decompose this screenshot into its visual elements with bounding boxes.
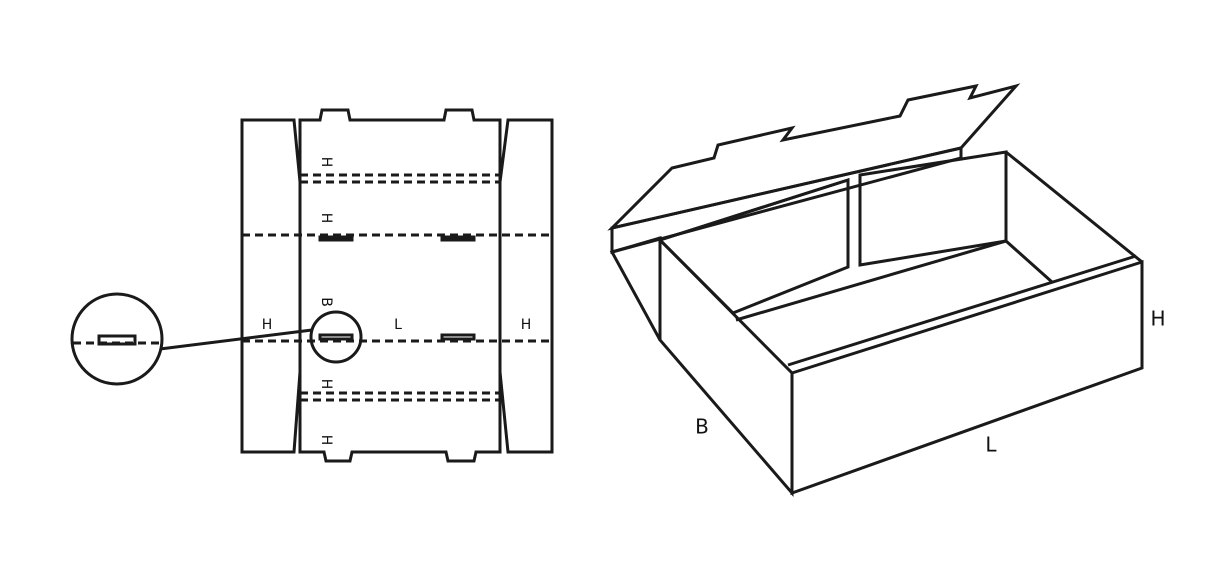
magnified-slot	[97, 334, 137, 346]
label-h-top-1: H	[318, 157, 334, 168]
lock-slot	[318, 235, 354, 242]
detail-leader-line	[159, 328, 313, 351]
label-l-center: L	[394, 317, 402, 333]
left-side-flap	[240, 118, 302, 454]
label-breadth: B	[695, 415, 709, 439]
label-height: H	[1150, 307, 1165, 331]
lock-slot	[440, 235, 476, 242]
magnified-slot-detail	[70, 292, 164, 386]
lock-slot	[318, 333, 354, 341]
left-dust-flap	[657, 177, 850, 315]
interior-floor-edge	[735, 239, 1007, 322]
main-panel-outline	[298, 108, 502, 463]
box-3d-view: H B L	[607, 83, 1166, 498]
flat-blank-layout: H H B L H H H H	[159, 108, 554, 463]
front-top-rim	[787, 254, 1137, 367]
label-b-center: B	[318, 297, 334, 307]
label-h-bottom-1: H	[318, 379, 334, 390]
label-h-top-2: H	[318, 213, 334, 224]
right-end-inner-edge	[1005, 239, 1053, 284]
label-h-right: H	[521, 317, 532, 333]
front-long-wall	[790, 259, 1144, 496]
label-length: L	[985, 433, 997, 457]
lid-side-flap	[609, 236, 662, 341]
label-h-bottom-2: H	[318, 435, 334, 446]
front-left-wall	[658, 236, 794, 498]
magnified-circle	[70, 292, 164, 386]
detail-highlight-circle	[309, 310, 363, 364]
label-h-left: H	[262, 317, 273, 333]
lock-slot	[440, 333, 476, 341]
right-side-flap	[498, 118, 554, 454]
lid-top-panel	[607, 83, 1021, 231]
